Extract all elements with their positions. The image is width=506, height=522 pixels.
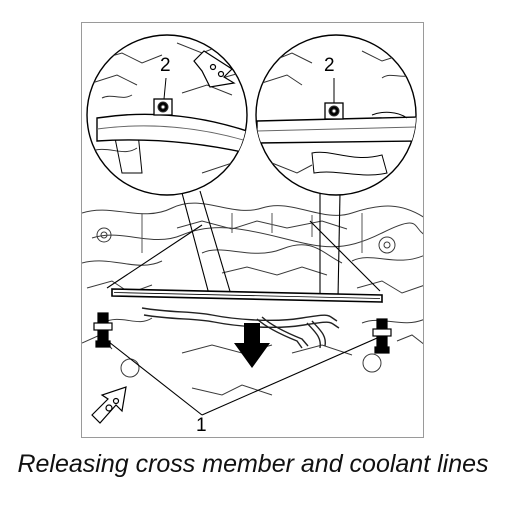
illustration-frame: 2 2 1: [81, 22, 424, 438]
right-bolt: [372, 318, 392, 354]
callout-right-detail-number: 2: [324, 55, 335, 76]
callout-1-leaders: [99, 220, 385, 416]
callout-cross-member-number: 1: [196, 415, 207, 436]
left-bolt: [93, 312, 113, 348]
right-detail-circle: [255, 34, 417, 196]
detail-leaders: [181, 190, 341, 299]
service-illustration: 2 2 1: [82, 34, 423, 436]
view-direction-arrow-icon: [193, 50, 236, 88]
removal-arrow: [234, 323, 270, 368]
figure-caption: Releasing cross member and coolant lines: [17, 450, 489, 478]
coolant-lines: [141, 307, 340, 349]
view-direction-arrow-icon: [91, 386, 127, 424]
cross-member: [111, 288, 383, 303]
callout-left-detail-number: 2: [160, 55, 171, 76]
